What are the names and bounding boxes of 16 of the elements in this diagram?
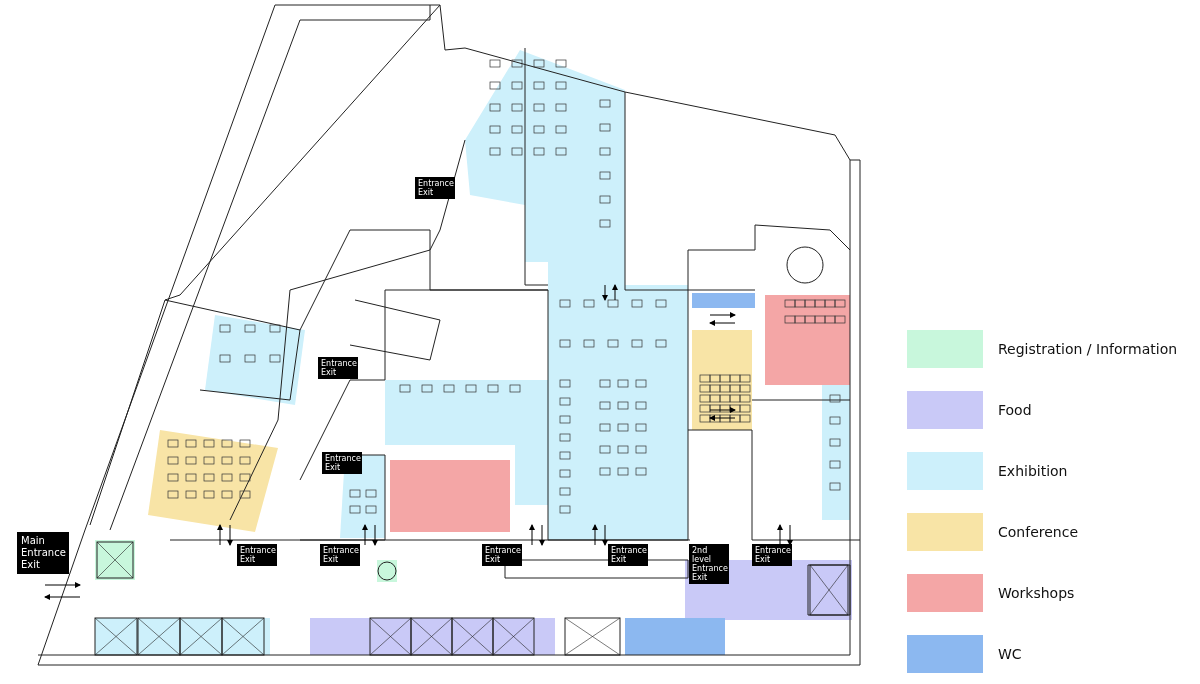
legend-label: Workshops xyxy=(998,585,1075,601)
entrance-exit-sign: Entrance Exit xyxy=(415,177,455,199)
entrance-exit-sign: Entrance Exit xyxy=(752,544,792,566)
entrance-exit-sign: 2nd level Entrance Exit xyxy=(689,544,729,584)
entrance-exit-sign: Entrance Exit xyxy=(482,544,522,566)
entrance-exit-sign: Entrance Exit xyxy=(320,544,360,566)
entrance-exit-sign: Main Entrance Exit xyxy=(17,532,69,574)
entrance-exit-sign: Entrance Exit xyxy=(608,544,648,566)
legend-label: Registration / Information xyxy=(998,341,1178,357)
entrance-exit-sign: Entrance Exit xyxy=(318,357,358,379)
entrance-exit-sign: Entrance Exit xyxy=(237,544,277,566)
entrance-exit-sign: Entrance Exit xyxy=(322,452,362,474)
legend-label: Conference xyxy=(998,524,1078,540)
legend-label: Exhibition xyxy=(998,463,1068,479)
legend-label: WC xyxy=(998,646,1022,662)
legend-label: Food xyxy=(998,402,1032,418)
